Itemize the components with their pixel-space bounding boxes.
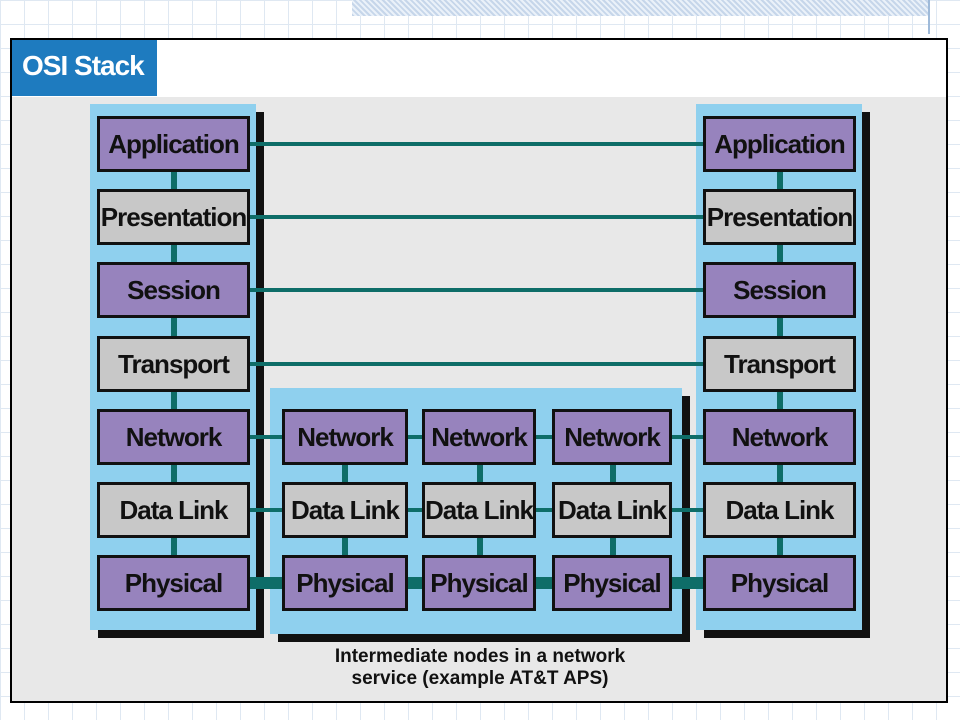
left-layer-transport: Transport	[97, 336, 250, 392]
caption-line-1: Intermediate nodes in a network	[334, 646, 626, 667]
right-layer-application: Application	[703, 116, 856, 172]
peer-link-transport	[250, 362, 703, 366]
right-layer-presentation: Presentation	[703, 189, 856, 245]
intermediate-nodes-caption: Intermediate nodes in a network service …	[280, 646, 680, 690]
diagram-title-tab: OSI Stack	[12, 40, 157, 96]
left-layer-application: Application	[97, 116, 250, 172]
right-layer-physical: Physical	[703, 555, 856, 611]
left-layer-data-link: Data Link	[97, 482, 250, 538]
peer-link-session	[250, 288, 703, 292]
peer-link-application	[250, 142, 703, 146]
slide-top-band	[352, 0, 930, 16]
node3-network: Network	[552, 409, 672, 465]
left-layer-session: Session	[97, 262, 250, 318]
node3-physical: Physical	[552, 555, 672, 611]
right-layer-transport: Transport	[703, 336, 856, 392]
right-layer-session: Session	[703, 262, 856, 318]
node1-physical: Physical	[282, 555, 408, 611]
node2-physical: Physical	[422, 555, 536, 611]
peer-link-presentation	[250, 215, 703, 219]
node2-data-link: Data Link	[422, 482, 536, 538]
right-layer-network: Network	[703, 409, 856, 465]
node1-data-link: Data Link	[282, 482, 408, 538]
left-layer-physical: Physical	[97, 555, 250, 611]
left-layer-presentation: Presentation	[97, 189, 250, 245]
right-layer-data-link: Data Link	[703, 482, 856, 538]
diagram-title: OSI Stack	[22, 50, 145, 81]
node1-network: Network	[282, 409, 408, 465]
caption-line-2: service (example AT&T APS)	[351, 668, 609, 689]
left-layer-network: Network	[97, 409, 250, 465]
slide-corner-mark	[928, 0, 930, 34]
node3-data-link: Data Link	[552, 482, 672, 538]
node2-network: Network	[422, 409, 536, 465]
